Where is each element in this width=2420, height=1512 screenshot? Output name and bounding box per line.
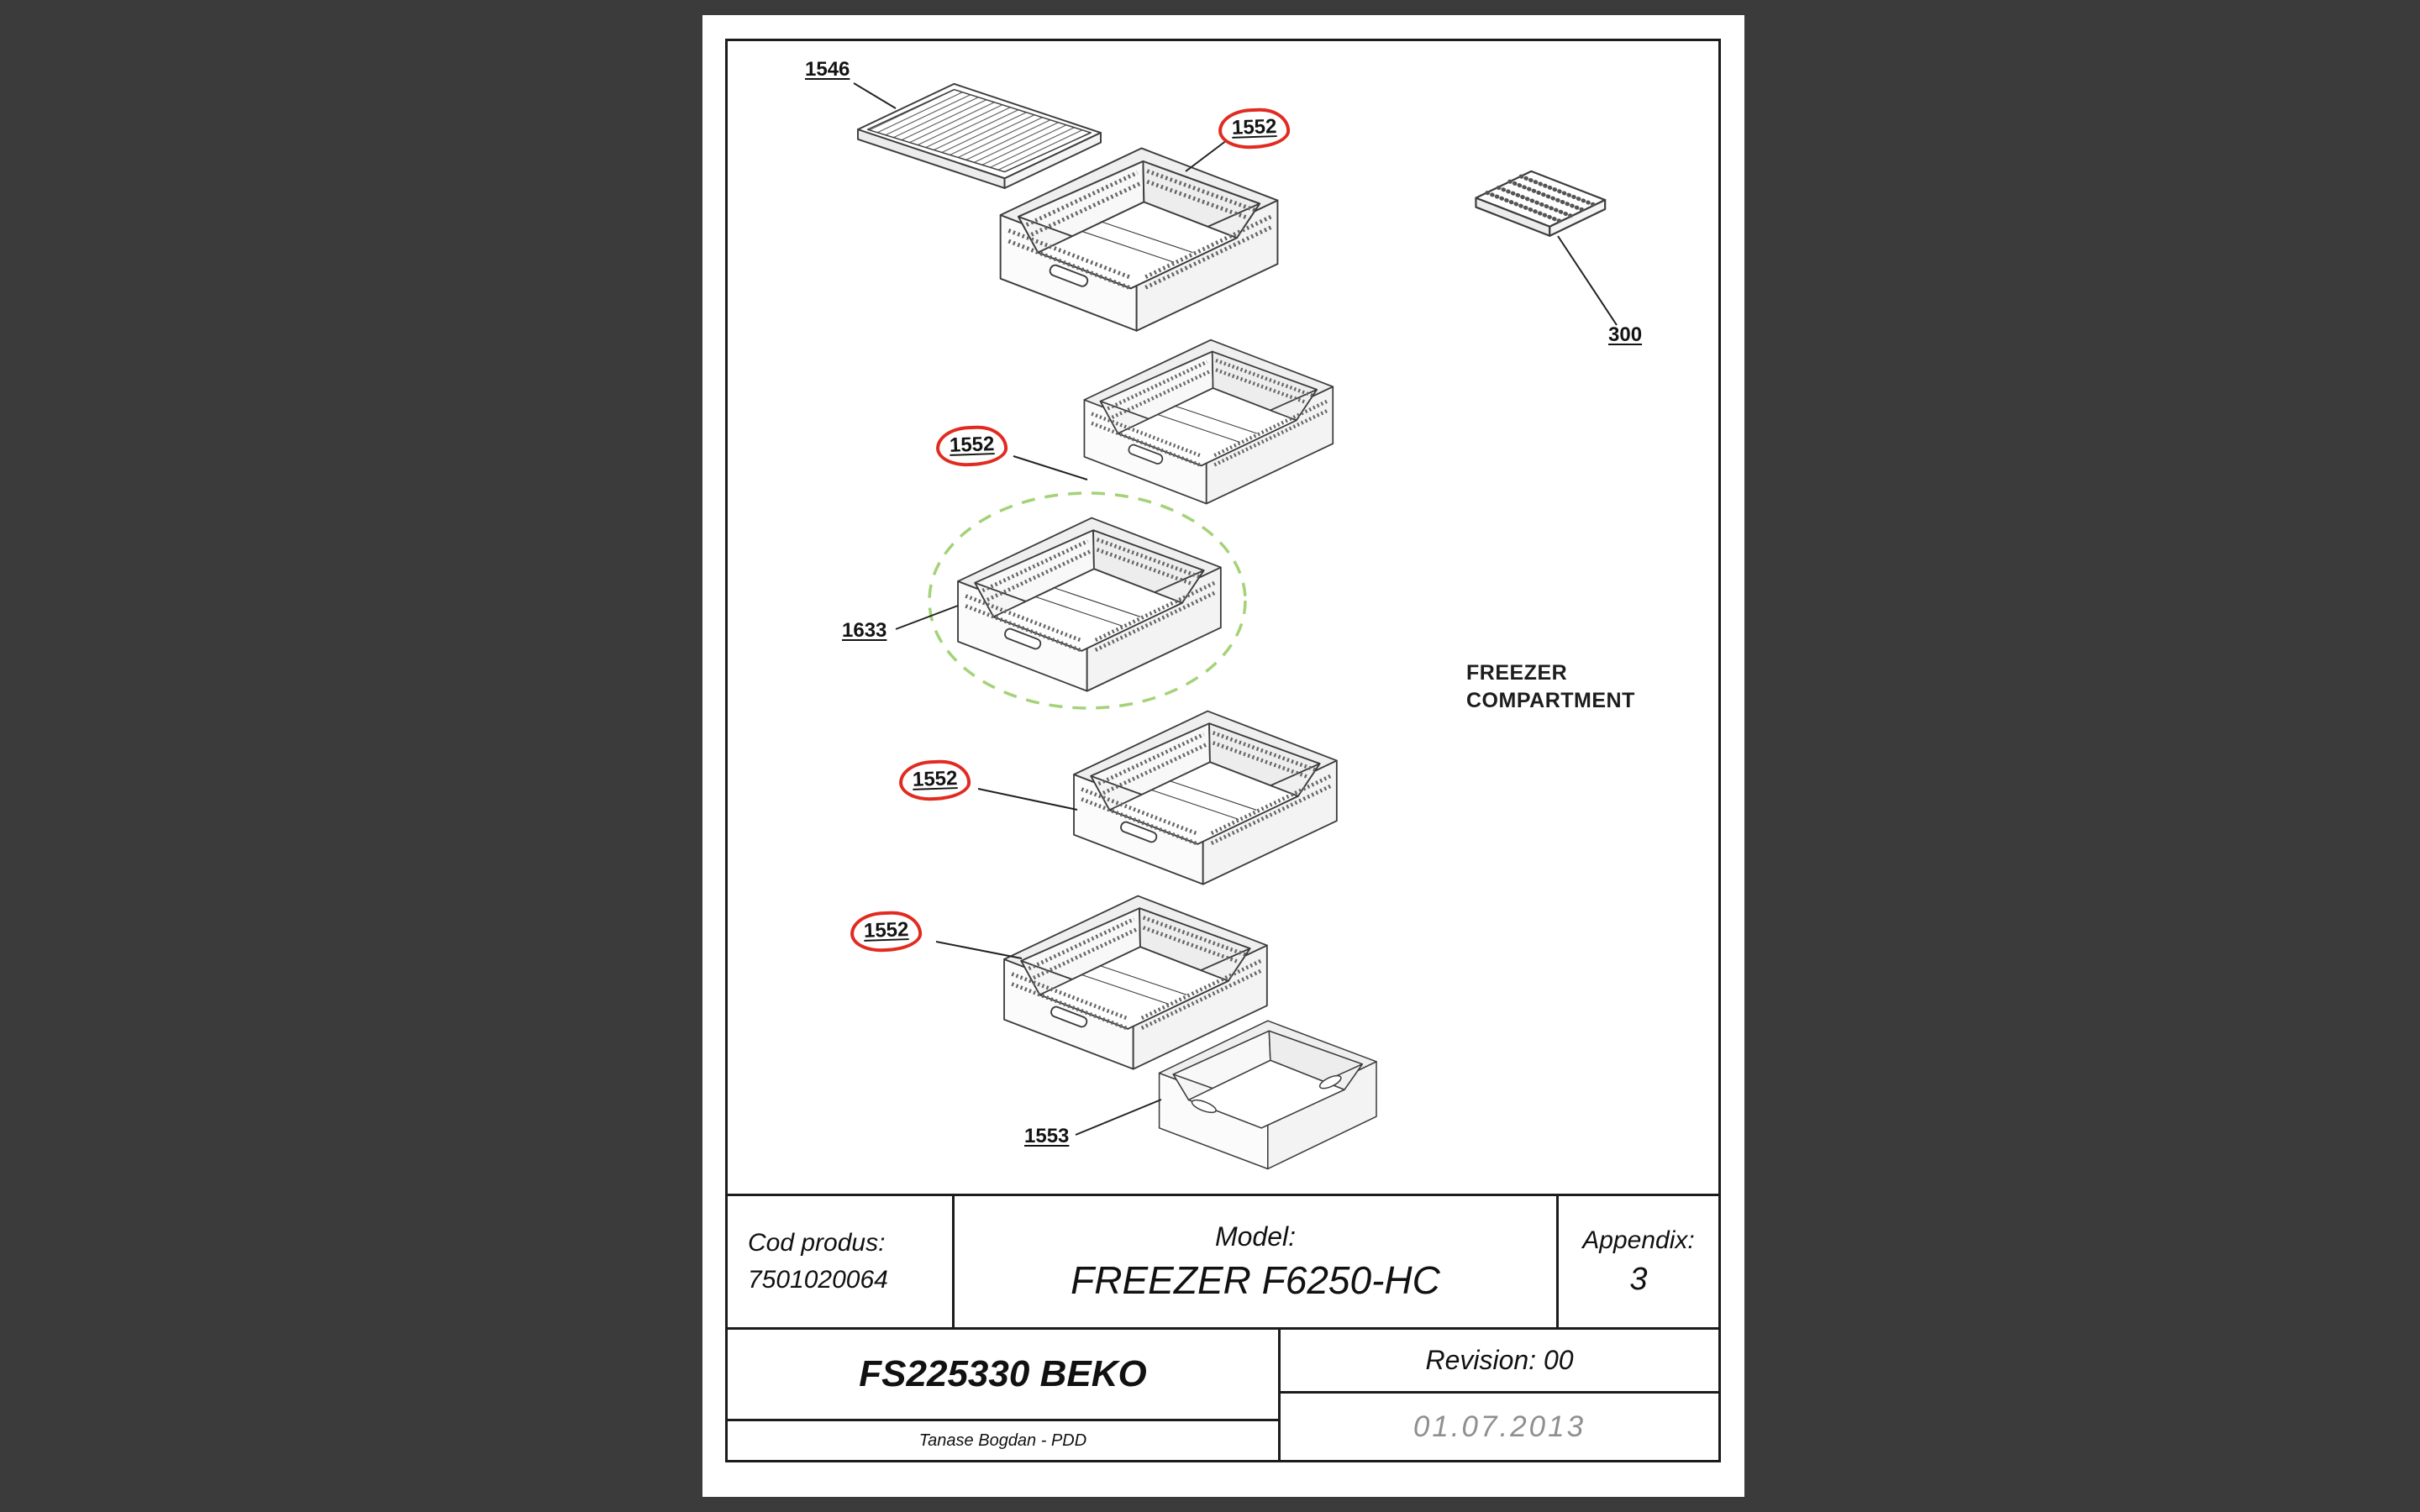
product-code-cell: Cod produs: 7501020064 (728, 1196, 955, 1327)
title-block-row1: Cod produs: 7501020064 Model: FREEZER F6… (728, 1196, 1718, 1327)
model-cell: Model: FREEZER F6250-HC (955, 1196, 1556, 1327)
title-block-lower: FS225330 BEKO Tanase Bogdan - PDD Revisi… (728, 1327, 1718, 1460)
title-block-left-column: FS225330 BEKO Tanase Bogdan - PDD (728, 1330, 1281, 1460)
product-code-value: 7501020064 (748, 1266, 888, 1294)
highlight-ellipse-1633 (928, 491, 1247, 710)
wire-shelf-graphic (856, 82, 1102, 189)
drawer-1-graphic (1001, 148, 1278, 330)
title-block: Cod produs: 7501020064 Model: FREEZER F6… (728, 1194, 1718, 1460)
date: 01.07.2013 (1281, 1391, 1718, 1460)
drawer-4-graphic (1074, 711, 1337, 885)
leader-lines (853, 82, 1618, 1136)
freezer-compartment-line1: FREEZER (1466, 661, 1568, 685)
revision: Revision: 00 (1425, 1345, 1574, 1375)
drawer-3-graphic (958, 518, 1221, 691)
product-code-label: Cod produs: (748, 1229, 886, 1257)
part-label-1553: 1553 (1024, 1125, 1070, 1147)
document-code: FS225330 BEKO (859, 1353, 1147, 1394)
title-block-right-column: Revision: 00 01.07.2013 (1281, 1330, 1718, 1460)
appendix-value: 3 (1629, 1261, 1648, 1297)
exploded-view-diagram (853, 82, 1618, 1170)
drawing-frame: 1546 1552 1552 1633 1552 1552 1553 300 F… (725, 39, 1721, 1462)
freezer-compartment-caption: FREEZER COMPARTMENT (1466, 659, 1635, 715)
drawer-2-graphic (1084, 340, 1333, 504)
part-label-1546: 1546 (805, 58, 850, 81)
author: Tanase Bogdan - PDD (728, 1419, 1278, 1460)
part-label-1633: 1633 (842, 619, 887, 642)
appendix-label: Appendix: (1582, 1226, 1695, 1254)
part-label-300: 300 (1608, 323, 1643, 346)
model-value: FREEZER F6250-HC (1071, 1257, 1440, 1302)
document-page: 1546 1552 1552 1633 1552 1552 1553 300 F… (702, 15, 1744, 1497)
model-label: Model: (1214, 1221, 1297, 1252)
freezer-compartment-line2: COMPARTMENT (1466, 689, 1635, 712)
bottom-drawer-graphic (1158, 1020, 1377, 1170)
ice-tray-graphic (1476, 171, 1605, 236)
appendix-cell: Appendix: 3 (1556, 1196, 1718, 1327)
